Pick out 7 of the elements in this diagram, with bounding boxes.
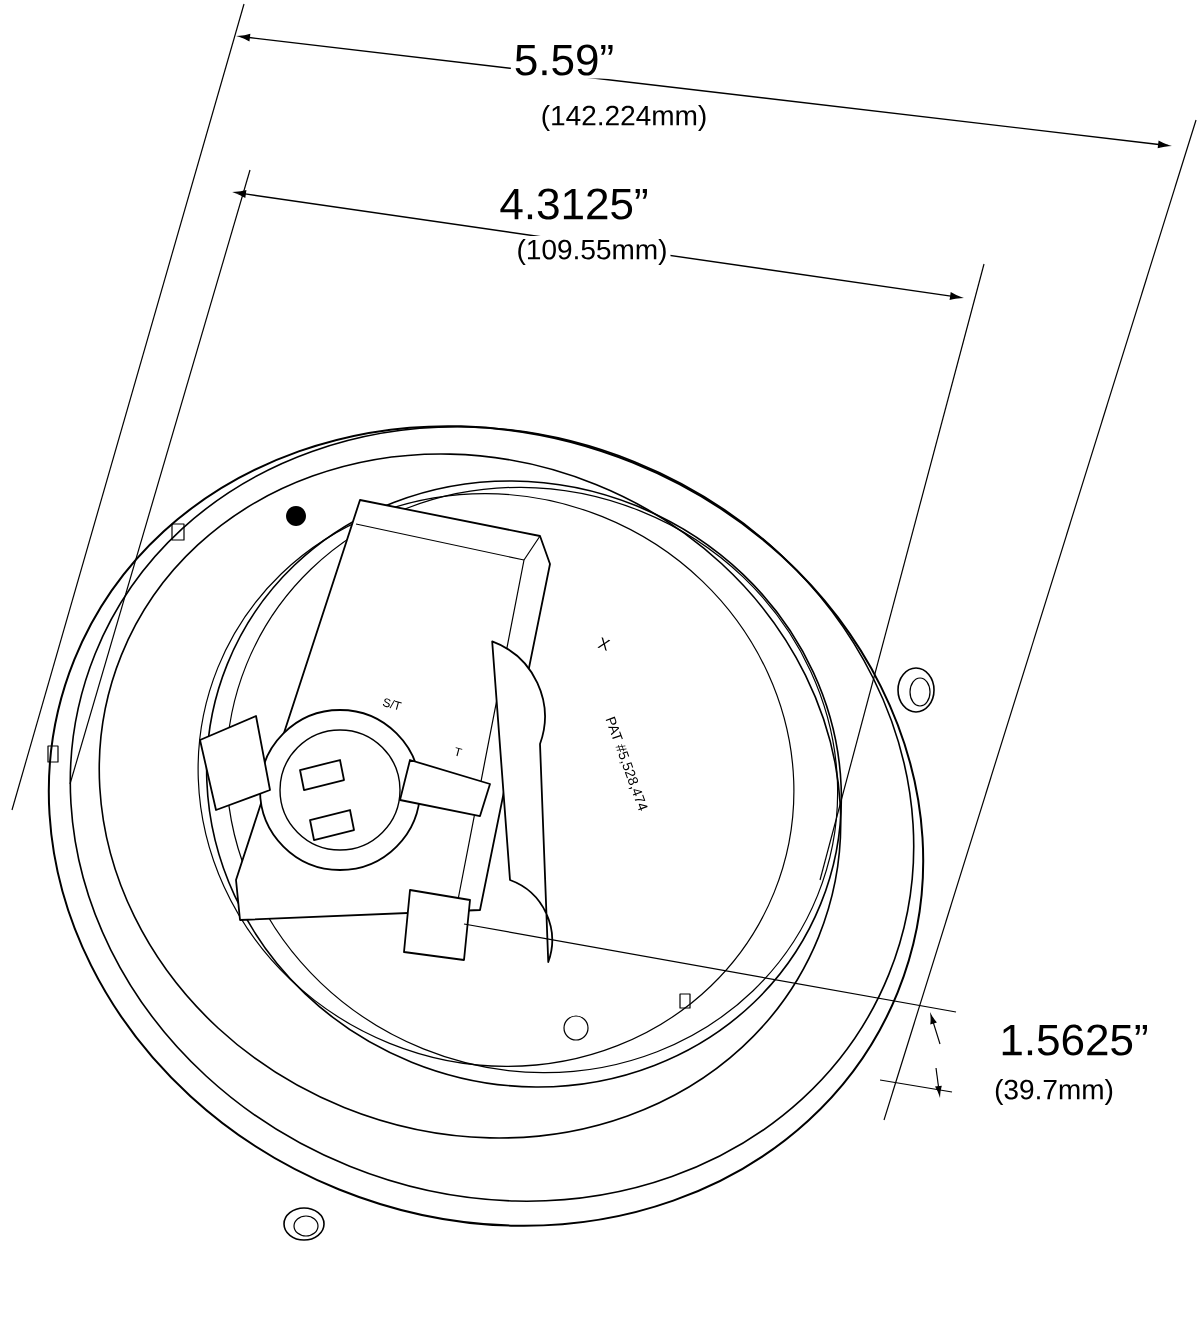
dimension-value: 4.3125” <box>496 185 652 223</box>
dimension-value: (142.224mm) <box>537 101 711 135</box>
embossed-mark: X <box>593 633 615 655</box>
dimension-value: 5.59” <box>510 41 618 79</box>
dimension-value: (109.55mm) <box>513 235 671 269</box>
dimension-value: 1.5625” <box>996 1021 1152 1059</box>
dimension-value: (39.7mm) <box>991 1075 1117 1109</box>
